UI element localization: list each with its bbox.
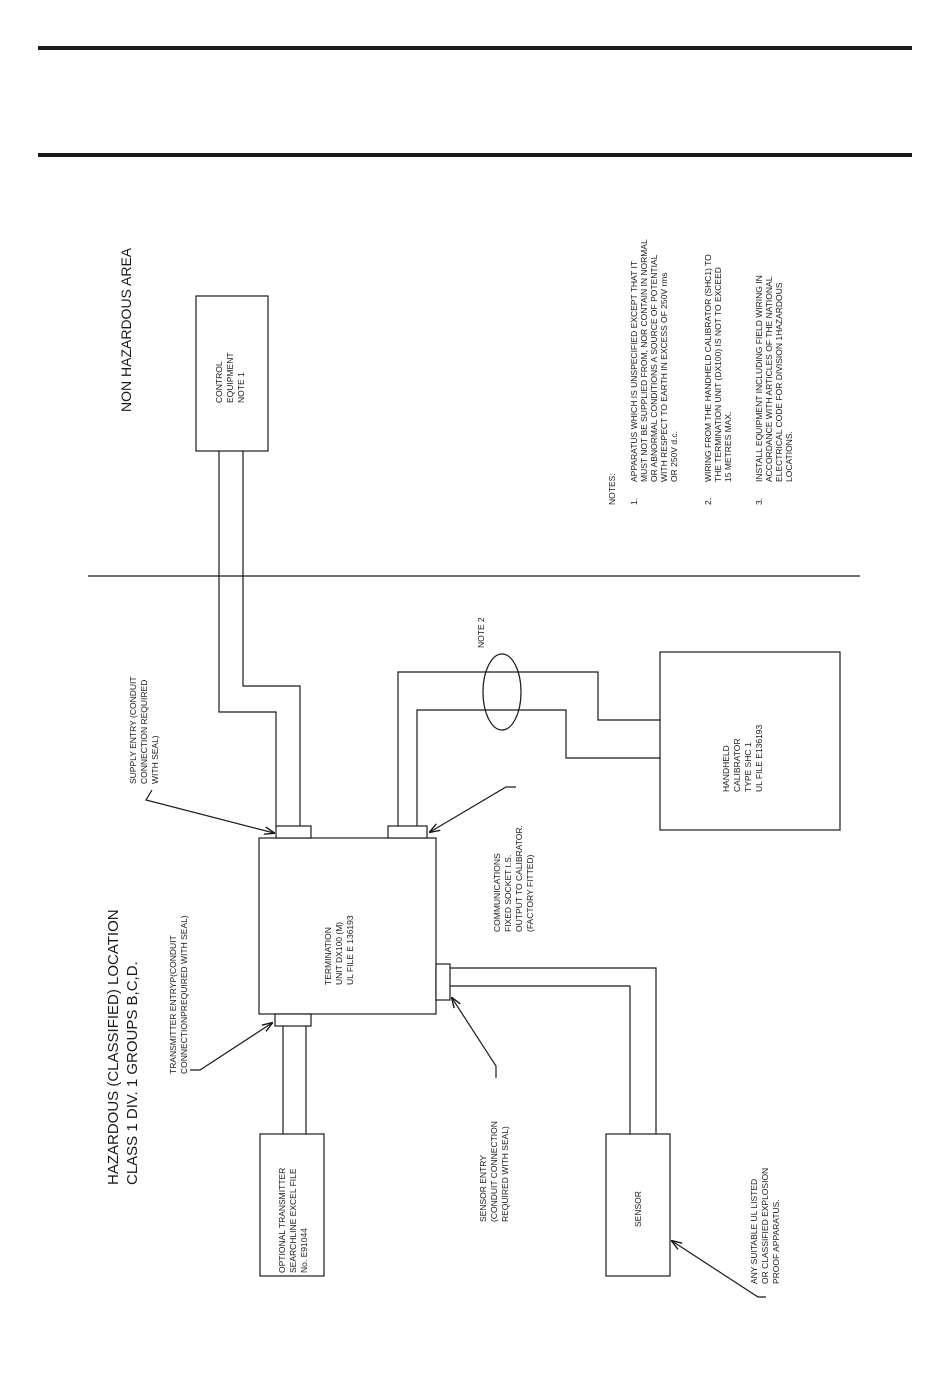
sensor-wire-outer xyxy=(450,967,657,1134)
communications-socket-fitting xyxy=(387,825,428,839)
svg-text:SENSOR ENTRY: SENSOR ENTRY xyxy=(478,1155,488,1222)
calibrator-wire-inner xyxy=(416,709,660,826)
supply-entry-fitting xyxy=(275,825,312,839)
svg-text:TRANSMITTER ENTRYP(CONDUIT: TRANSMITTER ENTRYP(CONDUIT xyxy=(168,935,178,1074)
svg-text:CONTROL: CONTROL xyxy=(214,361,224,403)
svg-text:CLASS 1 DIV. 1 GROUPS B,C,D.: CLASS 1 DIV. 1 GROUPS B,C,D. xyxy=(124,961,141,1185)
svg-text:UNIT DX100 (M): UNIT DX100 (M) xyxy=(334,922,344,985)
sensor-entry-leader xyxy=(452,998,497,1078)
notes-heading: NOTES: xyxy=(607,473,617,505)
svg-text:WITH SEAL): WITH SEAL) xyxy=(150,735,160,784)
control-equipment-label: CONTROL EQUIPMENT NOTE 1 xyxy=(214,352,246,403)
svg-text:1.: 1. xyxy=(629,498,639,505)
note-2: 2. WIRING FROM THE HANDHELD CALIBRATOR (… xyxy=(703,254,733,505)
note-3: 3. INSTALL EQUIPMENT INCLUDING FIELD WIR… xyxy=(754,275,794,505)
communications-leader xyxy=(430,786,516,832)
sensor-wire-inner xyxy=(450,985,631,1134)
optional-transmitter-label: OPTIONAL TRANSMITTER SEARCHLINE EXCEL FI… xyxy=(277,1168,309,1273)
svg-text:EQUIPMENT: EQUIPMENT xyxy=(225,352,235,403)
optional-transmitter-box: OPTIONAL TRANSMITTER SEARCHLINE EXCEL FI… xyxy=(259,1133,325,1277)
svg-text:THE TERMINATION UNIT (DX100) I: THE TERMINATION UNIT (DX100) IS NOT TO E… xyxy=(713,267,723,482)
svg-text:15 METRES MAX.: 15 METRES MAX. xyxy=(723,412,733,482)
svg-text:(FACTORY FITTED): (FACTORY FITTED) xyxy=(525,854,535,932)
svg-text:UL FILE E 136193: UL FILE E 136193 xyxy=(345,915,355,985)
svg-text:MUST NOT BE SUPPLIED FROM, NOR: MUST NOT BE SUPPLIED FROM, NOR CONTAIN I… xyxy=(639,239,649,482)
note-1: 1. APPARATUS WHICH IS UNSPECIFIED EXCEPT… xyxy=(629,239,679,505)
svg-text:UL FILE E136193: UL FILE E136193 xyxy=(754,724,764,792)
svg-text:SEARCHLINE EXCEL FILE: SEARCHLINE EXCEL FILE xyxy=(288,1168,298,1273)
svg-text:OPTIONAL TRANSMITTER: OPTIONAL TRANSMITTER xyxy=(277,1168,287,1273)
svg-text:ELECTRICAL CODE FOR DIVISION 1: ELECTRICAL CODE FOR DIVISION 1HAZARDOUS xyxy=(774,282,784,482)
svg-text:SUPPLY ENTRY (CONDUIT: SUPPLY ENTRY (CONDUIT xyxy=(128,676,138,784)
svg-text:WIRING FROM THE HANDHELD CALIB: WIRING FROM THE HANDHELD CALIBRATOR (SHC… xyxy=(703,254,713,482)
svg-text:ACCORDANCE WITH ARTICLES OF TH: ACCORDANCE WITH ARTICLES OF THE NATIONAL xyxy=(764,276,774,482)
note2-label: NOTE 2 xyxy=(476,617,486,648)
note2-ellipse xyxy=(482,653,522,731)
svg-text:3.: 3. xyxy=(754,498,764,505)
svg-text:REQUIRED WITH SEAL): REQUIRED WITH SEAL) xyxy=(500,1126,510,1222)
termination-unit-box: TERMINATION UNIT DX100 (M) UL FILE E 136… xyxy=(258,837,437,1015)
calibrator-wire-outer xyxy=(397,671,660,826)
handheld-calibrator-box: HANDHELD CALIBRATOR TYPE SHC 1 UL FILE E… xyxy=(659,651,841,831)
supply-wire-outer xyxy=(218,451,277,826)
sensor-entry-fitting xyxy=(435,963,451,1001)
svg-text:OUTPUT TO CALIBRATOR.: OUTPUT TO CALIBRATOR. xyxy=(514,825,524,932)
svg-text:CONNECTIONPREQUIRED WITH SEAL): CONNECTIONPREQUIRED WITH SEAL) xyxy=(179,915,189,1074)
svg-text:2.: 2. xyxy=(703,498,713,505)
svg-text:ANY SUITABLE UL LISTED: ANY SUITABLE UL LISTED xyxy=(749,1179,759,1284)
supply-wire-inner xyxy=(242,451,301,826)
supply-entry-leader xyxy=(145,789,274,833)
svg-text:HANDHELD: HANDHELD xyxy=(721,745,731,792)
transmitter-entry-callout: TRANSMITTER ENTRYP(CONDUIT CONNECTIONPRE… xyxy=(168,915,189,1074)
hazardous-location-label: HAZARDOUS (CLASSIFIED) LOCATION CLASS 1 … xyxy=(105,909,141,1185)
svg-text:OR 250V d.c.: OR 250V d.c. xyxy=(669,431,679,482)
termination-unit-label: TERMINATION UNIT DX100 (M) UL FILE E 136… xyxy=(323,915,355,985)
sensor-box: SENSOR xyxy=(605,1133,671,1277)
svg-text:OR CLASSIFIED EXPLOSION: OR CLASSIFIED EXPLOSION xyxy=(760,1168,770,1284)
svg-text:TYPE SHC 1: TYPE SHC 1 xyxy=(743,742,753,792)
svg-text:HAZARDOUS (CLASSIFIED) LOCATIO: HAZARDOUS (CLASSIFIED) LOCATION xyxy=(105,909,122,1185)
svg-text:COMMUNICATIONS: COMMUNICATIONS xyxy=(492,853,502,932)
any-suitable-callout: ANY SUITABLE UL LISTED OR CLASSIFIED EXP… xyxy=(749,1168,781,1284)
svg-text:(CONDUIT CONNECTION: (CONDUIT CONNECTION xyxy=(489,1121,499,1222)
control-equipment-box: CONTROL EQUIPMENT NOTE 1 xyxy=(195,295,269,452)
sensor-entry-callout: SENSOR ENTRY (CONDUIT CONNECTION REQUIRE… xyxy=(478,1121,510,1222)
non-hazardous-area-label: NON HAZARDOUS AREA xyxy=(118,247,134,412)
svg-text:No. E91044: No. E91044 xyxy=(299,1228,309,1273)
svg-text:NOTE 1: NOTE 1 xyxy=(236,372,246,403)
svg-text:OR ABNORMAL CONDITIONS A SOURC: OR ABNORMAL CONDITIONS A SOURCE OF POTEN… xyxy=(649,254,659,482)
svg-text:INSTALL EQUIPMENT INCLUDING FI: INSTALL EQUIPMENT INCLUDING FIELD WIRING… xyxy=(754,275,764,482)
notes-block: NOTES: 1. APPARATUS WHICH IS UNSPECIFIED… xyxy=(607,239,794,505)
handheld-calibrator-label: HANDHELD CALIBRATOR TYPE SHC 1 UL FILE E… xyxy=(721,724,764,792)
svg-text:FIXED SOCKET I.S.: FIXED SOCKET I.S. xyxy=(503,855,513,932)
any-suitable-leader xyxy=(672,1241,766,1298)
svg-text:CONNECTION REQUIRED: CONNECTION REQUIRED xyxy=(139,680,149,784)
svg-text:PROOF APPARATUS.: PROOF APPARATUS. xyxy=(771,1199,781,1284)
svg-text:WITH RESPECT TO EARTH IN EXCES: WITH RESPECT TO EARTH IN EXCESS OF 250V … xyxy=(659,272,669,482)
transmitter-entry-leader xyxy=(190,1023,272,1071)
svg-text:LOCATIONS.: LOCATIONS. xyxy=(784,431,794,482)
transmitter-entry-fitting xyxy=(274,1013,312,1027)
sensor-label: SENSOR xyxy=(633,1191,643,1227)
svg-text:CALIBRATOR: CALIBRATOR xyxy=(732,738,742,792)
supply-entry-callout: SUPPLY ENTRY (CONDUIT CONNECTION REQUIRE… xyxy=(128,676,160,784)
communications-callout: COMMUNICATIONS FIXED SOCKET I.S. OUTPUT … xyxy=(492,825,535,932)
svg-text:TERMINATION: TERMINATION xyxy=(323,927,333,985)
svg-text:APPARATUS WHICH IS UNSPECIFIED: APPARATUS WHICH IS UNSPECIFIED EXCEPT TH… xyxy=(629,261,639,482)
